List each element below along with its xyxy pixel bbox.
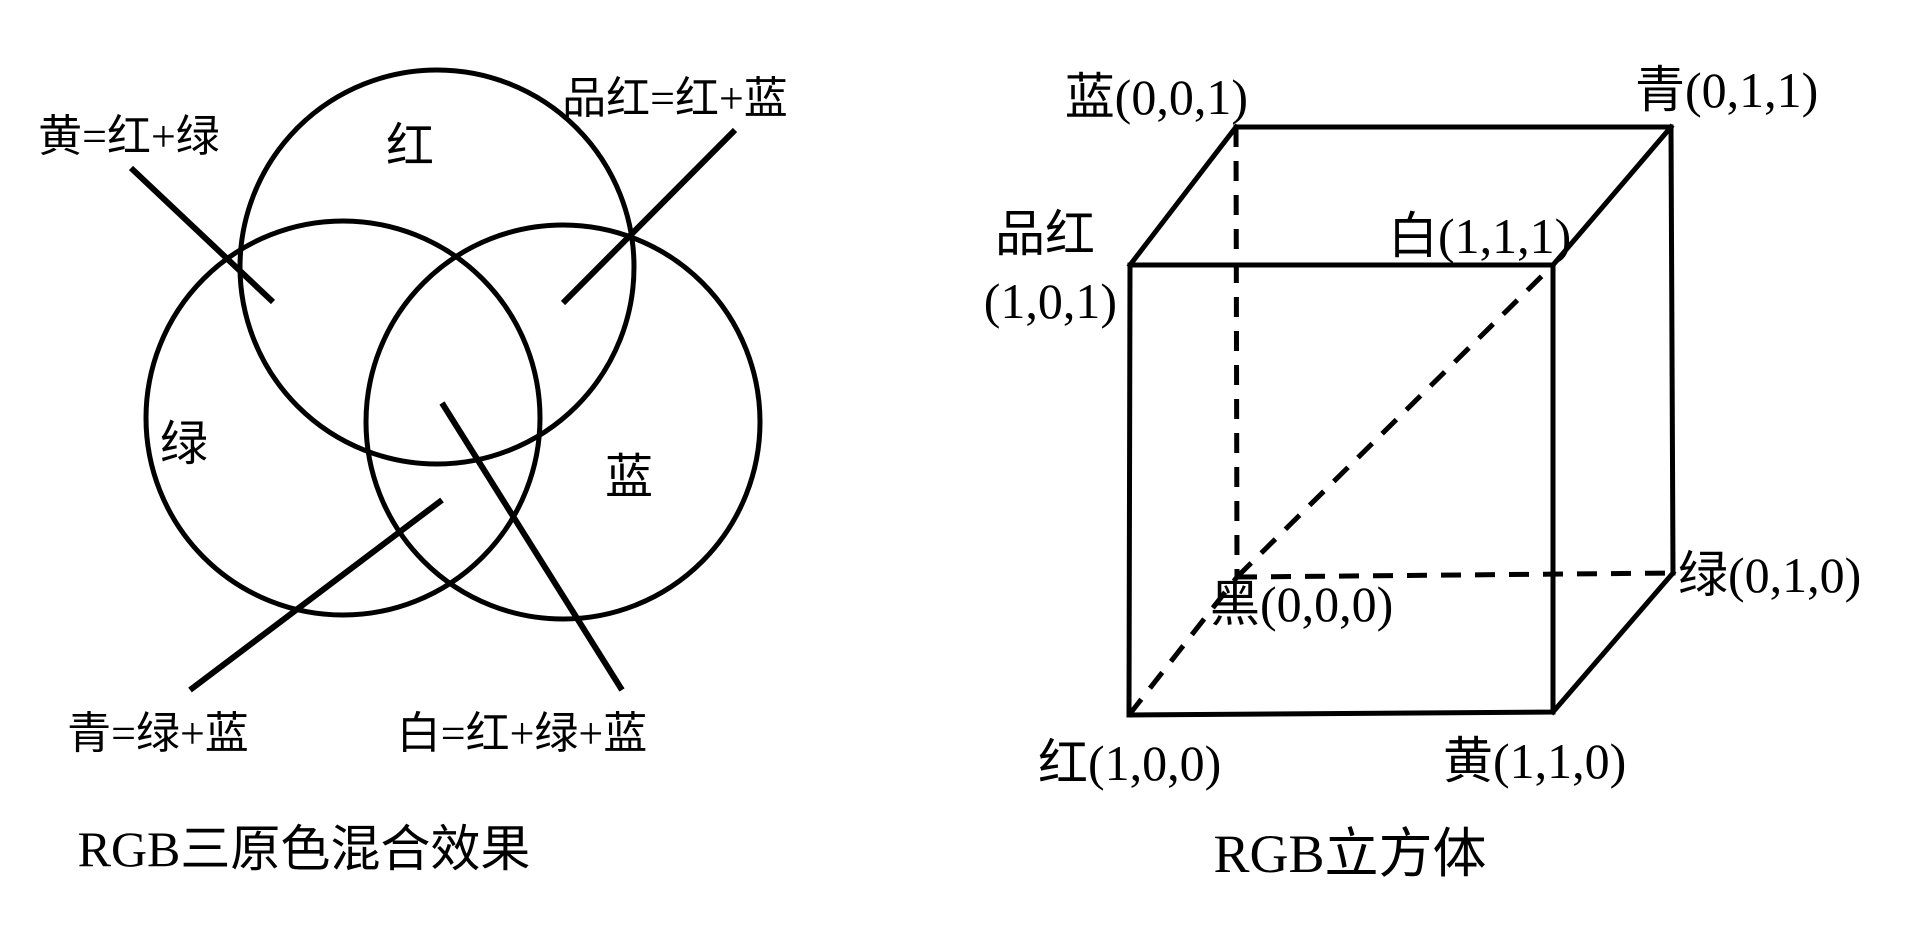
vertex-label-magenta-coords: (1,0,1) [984, 273, 1117, 329]
venn-label-green: 绿 [160, 418, 208, 471]
venn-diagram: 红 绿 蓝 黄=红+绿 品红=红+蓝 青=绿+蓝 白=红+绿+蓝 RGB三原色混… [38, 67, 788, 877]
vertex-label-white: 白(1,1,1) [1388, 208, 1571, 264]
cube-diagonal-black-white [1235, 263, 1555, 579]
venn-circle-red [237, 67, 637, 467]
vertex-label-red: 红(1,0,0) [1038, 735, 1221, 791]
venn-annotation-yellow: 黄=红+绿 [38, 112, 220, 161]
cube-hidden-edge-red-black [1127, 575, 1239, 717]
vertex-label-green: 绿(0,1,0) [1678, 547, 1861, 603]
venn-label-red: 红 [386, 120, 434, 173]
vertex-label-yellow: 黄(1,1,0) [1443, 733, 1626, 789]
vertex-label-cyan: 青(0,1,1) [1635, 62, 1818, 118]
venn-annotation-magenta: 品红=红+蓝 [562, 74, 788, 123]
venn-annotation-white: 白=红+绿+蓝 [397, 709, 647, 758]
vertex-label-blue: 蓝(0,0,1) [1065, 69, 1248, 125]
venn-label-blue: 蓝 [605, 451, 653, 504]
cube-hidden-edge-black-green [1236, 570, 1674, 580]
cube-edge-white-cyan [1549, 123, 1675, 269]
venn-caption: RGB三原色混合效果 [78, 821, 531, 877]
vertex-label-black: 黑(0,0,0) [1210, 576, 1393, 632]
venn-circle-green [143, 218, 543, 618]
cube-edge-magenta-blue [1126, 123, 1240, 269]
vertex-label-magenta-name: 品红 [995, 206, 1095, 262]
leader-line-magenta [560, 127, 738, 306]
leader-line-yellow [128, 165, 276, 305]
cube-hidden-edge-blue-black [1233, 126, 1240, 578]
venn-annotation-cyan: 青=绿+蓝 [67, 709, 249, 758]
rgb-cube-diagram: 蓝(0,0,1) 青(0,1,1) 品红 (1,0,1) 白(1,1,1) 黑(… [984, 62, 1862, 884]
venn-circle-blue [363, 222, 763, 622]
cube-caption: RGB立方体 [1213, 824, 1486, 884]
cube-edge-cyan-green [1668, 124, 1676, 576]
leader-line-cyan [188, 497, 444, 693]
cube-edge-yellow-green [1549, 569, 1677, 716]
leader-line-white [439, 401, 625, 692]
cube-front-face [1126, 262, 1556, 718]
